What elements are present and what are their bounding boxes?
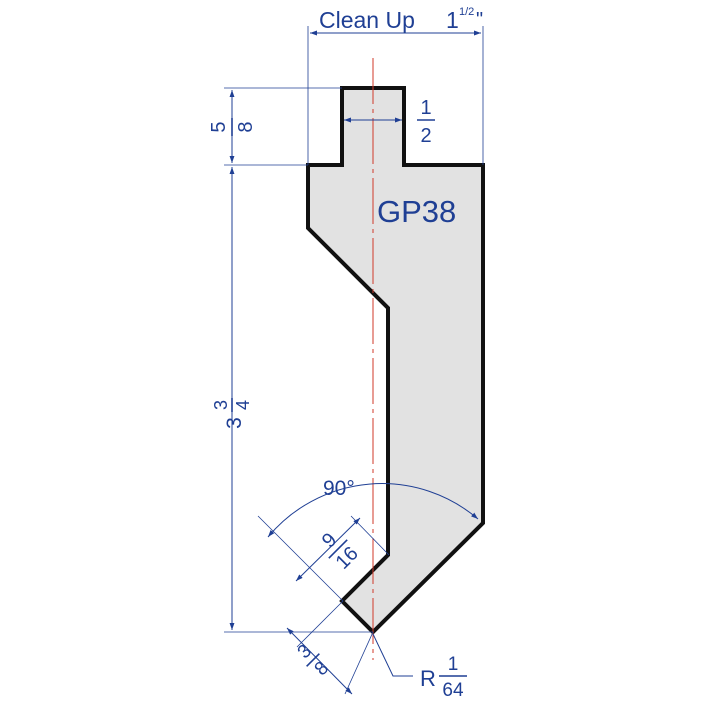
tip-radius-leader [372,633,413,677]
tip-radius-label: R 1 64 [420,654,467,701]
svg-text:2: 2 [420,125,431,147]
tip-angle-label: 90° [323,477,355,500]
tip-angle-arc [267,483,479,538]
svg-text:8: 8 [235,121,257,132]
svg-text:3: 3 [223,417,246,429]
clean-up-inch-mark: " [476,9,483,31]
clean-up-whole: 1 [446,7,459,33]
tang-height-fraction: 5 8 [208,118,257,136]
svg-text:8: 8 [311,658,333,680]
tang-width-fraction: 1 2 [417,97,435,147]
part-name-label: GP38 [377,194,456,229]
tip-short-fraction: 3 8 [294,641,333,680]
tip-offset-fraction: 9 16 [318,529,363,574]
svg-text:1: 1 [448,654,459,675]
tip-offset-dimension-line [295,517,361,582]
svg-text:1: 1 [420,97,431,119]
svg-text:R: R [420,666,436,691]
clean-up-fraction: 1/2 [459,6,474,18]
tip-short-dimension-line [286,627,353,695]
body-height-value: 3 3 4 [211,398,253,429]
svg-text:3: 3 [211,400,231,410]
svg-text:64: 64 [442,680,464,701]
svg-text:4: 4 [233,400,253,410]
clean-up-label: Clean Up [319,7,415,33]
svg-text:5: 5 [208,121,230,132]
